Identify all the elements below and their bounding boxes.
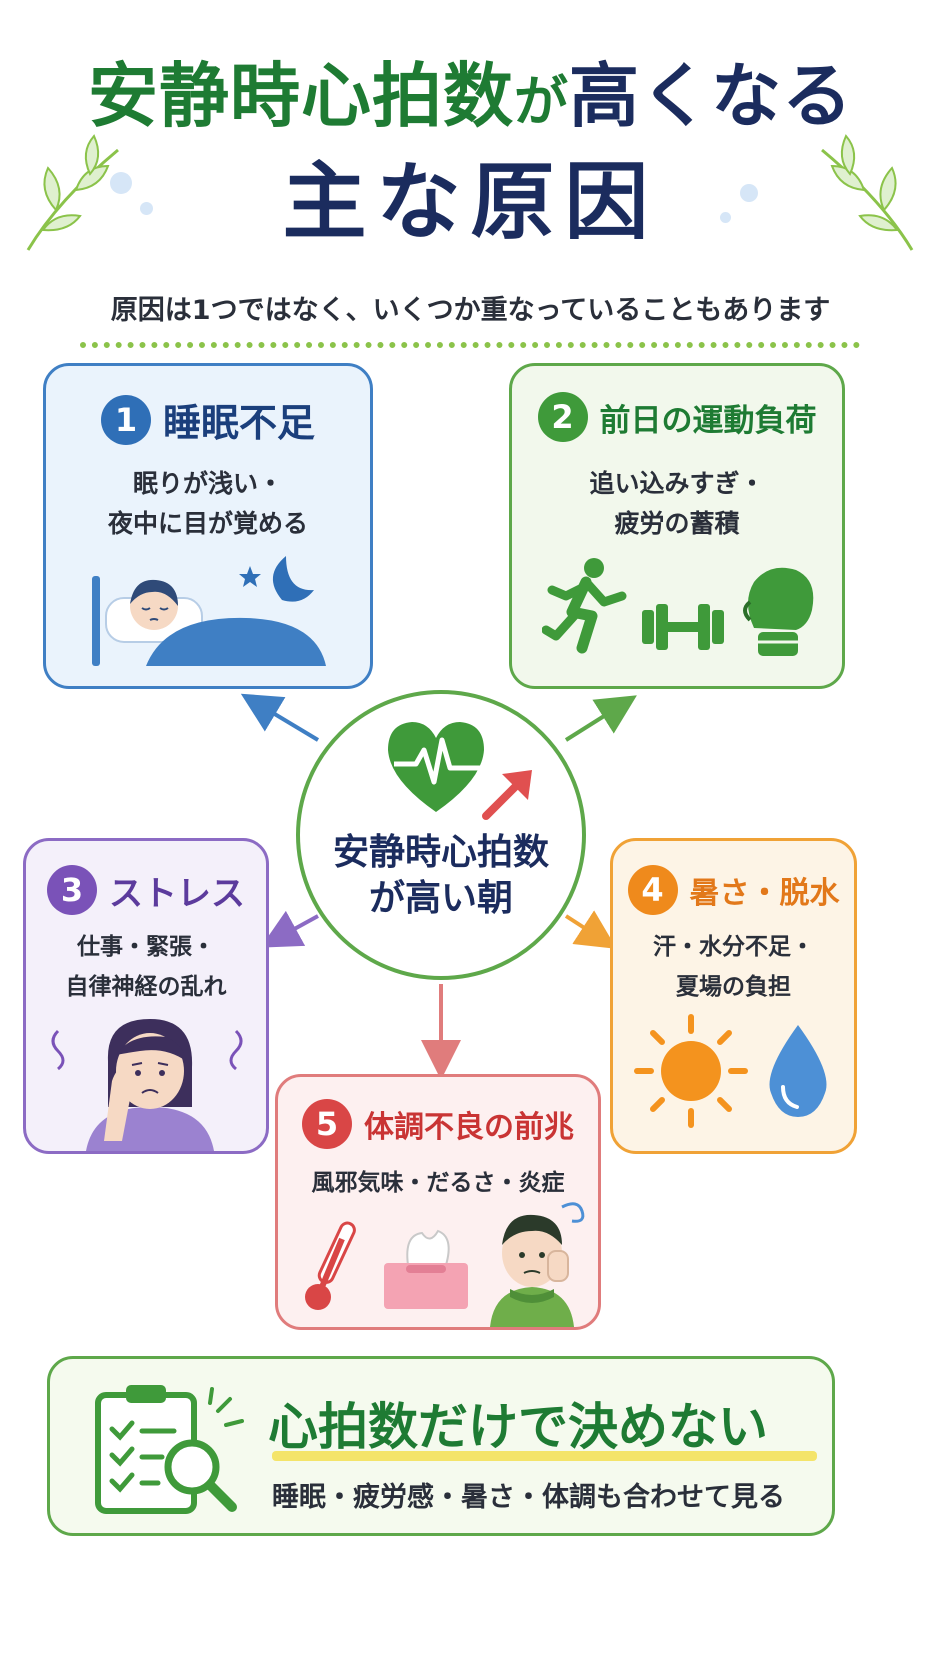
running-person-icon (542, 558, 627, 654)
cause-number-badge: 3 (47, 865, 97, 915)
thermometer-icon (305, 1221, 356, 1310)
cause-description-line1: 眠りが浅い・ (132, 469, 283, 498)
cause-card-header: 4 暑さ・脱水 (613, 865, 854, 915)
cause-card-3: 3 ストレス 仕事・緊張・ 自律神経の乱れ (23, 838, 269, 1154)
bubble-decoration (720, 212, 731, 223)
cause-description-line1: 風邪気味・だるさ・炎症 (311, 1170, 565, 1196)
bubble-decoration (740, 184, 758, 202)
leaf-right-decoration (821, 134, 914, 251)
cause-description-line1: 汗・水分不足・ (653, 934, 814, 960)
cause-description: 風邪気味・だるさ・炎症 (278, 1163, 598, 1203)
cause-card-header: 1 睡眠不足 (46, 392, 370, 447)
bottom-subtitle: 睡眠・疲労感・暑さ・体調も合わせて見る (272, 1482, 785, 1513)
cause-card-header: 3 ストレス (26, 865, 266, 915)
cause-number-badge: 4 (627, 865, 678, 915)
cause-description: 眠りが浅い・ 夜中に目が覚める (46, 464, 370, 544)
rising-arrow-icon (482, 770, 532, 820)
cause-description-line2: 自律神経の乱れ (65, 974, 227, 1000)
cause-title: 前日の運動負荷 (599, 402, 817, 439)
cause-title: 睡眠不足 (162, 401, 315, 445)
sleeping-person-icon (92, 556, 326, 666)
cause-title: ストレス (109, 873, 245, 914)
sick-person-icon (490, 1202, 585, 1327)
clipboard-magnifier-icon (95, 1385, 244, 1514)
cause-number-badge: 5 (302, 1099, 352, 1149)
tissue-box-icon (384, 1229, 468, 1309)
page-title: 安静時心拍数が高くなる (0, 52, 941, 146)
cause-description: 追い込みすぎ・ 疲労の蓄積 (512, 464, 842, 544)
cause-card-1: 1 睡眠不足 眠りが浅い・ 夜中に目が覚める (43, 363, 373, 689)
cause-description-line2: 夜中に目が覚める (107, 509, 308, 538)
leaf-left-decoration (26, 134, 119, 251)
page-subtitle: 原因は1つではなく、いくつか重なっていることもあります (110, 295, 831, 326)
arrow-to-cause-3 (260, 910, 319, 948)
boxing-glove-icon (743, 567, 814, 656)
cause-number-badge: 1 (100, 394, 151, 445)
cause-card-2: 2 前日の運動負荷 追い込みすぎ・ 疲労の蓄積 (509, 363, 845, 689)
bottom-banner: 心拍数だけで決めない 睡眠・疲労感・暑さ・体調も合わせて見る (47, 1356, 835, 1536)
cause-description: 汗・水分不足・ 夏場の負担 (613, 927, 854, 1007)
cause-card-4: 4 暑さ・脱水 汗・水分不足・ 夏場の負担 (610, 838, 857, 1154)
center-label: 安静時心拍数 が高い朝 (300, 830, 582, 922)
bottom-title: 心拍数だけで決めない (268, 1398, 768, 1456)
cause-description-line2: 夏場の負担 (676, 974, 791, 1000)
center-circle: 安静時心拍数 が高い朝 (296, 690, 586, 980)
cause-card-header: 2 前日の運動負荷 (512, 392, 842, 442)
arrow-to-cause-4 (564, 910, 617, 949)
arrow-to-cause-1 (240, 693, 320, 742)
bubble-decoration (140, 202, 153, 215)
title-part-1: 安静時心拍数 (88, 55, 514, 137)
arrow-to-cause-2 (564, 695, 637, 742)
cause-card-5: 5 体調不良の前兆 風邪気味・だるさ・炎症 (275, 1074, 601, 1330)
cause-title: 暑さ・脱水 (689, 876, 840, 911)
water-drop-icon (769, 1025, 827, 1117)
page-title-line2: 主な原因 (282, 153, 659, 251)
bubble-decoration (110, 172, 132, 194)
center-label-line2: が高い朝 (368, 878, 513, 919)
cause-number-badge: 2 (537, 392, 588, 442)
center-label-line1: 安静時心拍数 (332, 832, 549, 873)
cause-description-line2: 疲労の蓄積 (614, 509, 740, 538)
dotted-divider (80, 342, 860, 348)
sun-icon (634, 1014, 748, 1128)
dumbbell-icon (642, 604, 724, 650)
heart-rate-icon (388, 722, 484, 812)
cause-description-line1: 追い込みすぎ・ (589, 469, 765, 498)
cause-title: 体調不良の前兆 (364, 1110, 574, 1145)
cause-description: 仕事・緊張・ 自律神経の乱れ (26, 927, 266, 1007)
stressed-person-icon (51, 1019, 243, 1151)
title-highlight (272, 1451, 817, 1461)
title-part-3: 高くなる (569, 55, 853, 137)
cause-description-line1: 仕事・緊張・ (77, 934, 215, 960)
cause-card-header: 5 体調不良の前兆 (278, 1099, 598, 1149)
title-part-2: が (514, 70, 569, 133)
